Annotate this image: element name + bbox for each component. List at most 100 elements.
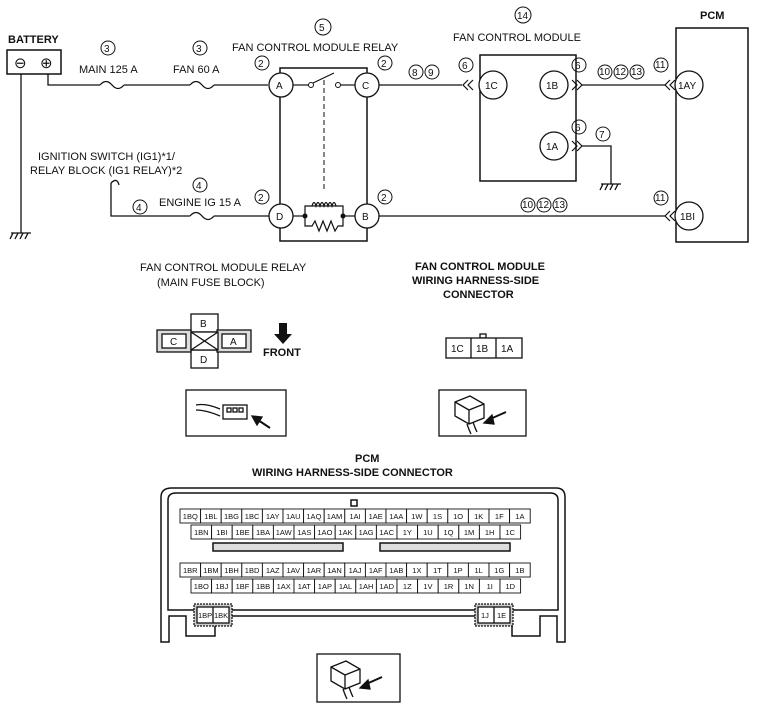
callout-ig-fuse: 4 bbox=[196, 181, 202, 192]
callout-mod-1b: 6 bbox=[575, 61, 581, 72]
pcm-pin-label: 1AM bbox=[327, 512, 342, 521]
module-terminal-1c bbox=[478, 70, 508, 100]
pcm-pin-label: 1BO bbox=[194, 582, 209, 591]
pcm-pin-label: 1Z bbox=[403, 582, 412, 591]
relay-terminal-d-label: D bbox=[276, 212, 283, 223]
pcm-side-pins bbox=[193, 603, 514, 627]
callout-ay-13: 13 bbox=[631, 67, 643, 78]
pcm-pin-cell bbox=[509, 562, 531, 578]
callout-d: 2 bbox=[258, 193, 264, 204]
relay-pin-d: D bbox=[200, 355, 207, 366]
pcm-pin-cell bbox=[499, 524, 522, 540]
callout-relay: 5 bbox=[319, 23, 325, 34]
fan-fuse-icon bbox=[189, 80, 215, 90]
mod-conn-title-1: FAN CONTROL MODULE bbox=[415, 261, 545, 273]
pcm-pin-label: 1A bbox=[515, 512, 524, 521]
main-fuse-icon bbox=[99, 80, 125, 90]
pcm-pin-label: 1Q bbox=[443, 528, 453, 537]
pcm-pin-label: 1BE bbox=[235, 528, 249, 537]
engine-fuse-label: ENGINE IG 15 A bbox=[159, 197, 242, 209]
callout-bi-13: 13 bbox=[554, 200, 566, 211]
relay-plug-icon bbox=[185, 389, 287, 437]
relay-pin-c: C bbox=[170, 337, 177, 348]
pcm-pin-label: 1BI bbox=[216, 528, 227, 537]
pcm-pin-label: 1AQ bbox=[306, 512, 321, 521]
callout-bi-11: 11 bbox=[655, 193, 666, 204]
ignition-label-1: IGNITION SWITCH (IG1)*1/ bbox=[38, 151, 176, 163]
pcm-pin-label: 1BR bbox=[183, 566, 198, 575]
pcm-pin-label: 1C bbox=[506, 528, 516, 537]
callout-ay-10: 10 bbox=[599, 67, 611, 78]
pcm-pin-label: 1AC bbox=[379, 528, 394, 537]
mod-pin-1b: 1B bbox=[476, 344, 489, 355]
pcm-pin-label: 1AR bbox=[307, 566, 322, 575]
module-terminal-1a-label: 1A bbox=[546, 142, 559, 153]
module-terminal-1a bbox=[539, 131, 569, 161]
pcm-pin-cell bbox=[509, 508, 531, 524]
pcm-pin-label: 1Y bbox=[403, 528, 412, 537]
pcm-pin-label: 1I bbox=[487, 582, 493, 591]
relay-coil-icon bbox=[304, 201, 344, 233]
pcm-pin-label: 1F bbox=[495, 512, 504, 521]
relay-terminal-a-label: A bbox=[276, 81, 283, 92]
relay-title: FAN CONTROL MODULE RELAY bbox=[232, 42, 399, 54]
pcm-pin-label: 1AP bbox=[318, 582, 332, 591]
pcm-pin-label: 1BG bbox=[224, 512, 239, 521]
fan-fuse-label: FAN 60 A bbox=[173, 64, 220, 76]
connector-chevron-icon bbox=[571, 79, 583, 91]
module-plug-icon bbox=[438, 389, 527, 437]
main-fuse-label: MAIN 125 A bbox=[79, 64, 138, 76]
pcm-pin-label: 1L bbox=[475, 566, 483, 575]
pcm-pin-label: 1AF bbox=[369, 566, 383, 575]
pcm-pin-label: 1BB bbox=[256, 582, 270, 591]
callout-ay-12: 12 bbox=[615, 67, 627, 78]
pcm-pin-label: 1AE bbox=[369, 512, 383, 521]
pcm-pin-label: 1BN bbox=[194, 528, 209, 537]
relay-terminal-b-label: B bbox=[362, 212, 369, 223]
callout-b: 2 bbox=[381, 193, 387, 204]
callout-bi-12: 12 bbox=[538, 200, 550, 211]
connector-chevron-icon bbox=[664, 210, 676, 222]
callout-ground-7: 7 bbox=[599, 130, 605, 141]
pcm-pin-label: 1AB bbox=[389, 566, 403, 575]
module-ground-icon bbox=[599, 183, 621, 191]
relay-conn-title-1: FAN CONTROL MODULE RELAY bbox=[140, 262, 307, 274]
pcm-pin-label: 1BM bbox=[203, 566, 218, 575]
pcm-pin-cell bbox=[499, 578, 522, 594]
pcm-pin-label: 1AX bbox=[277, 582, 291, 591]
pcm-pin-label: 1AY bbox=[266, 512, 280, 521]
pcm-pin-label: 1AH bbox=[359, 582, 374, 591]
callout-wire-9: 9 bbox=[428, 68, 434, 79]
pcm-pin-label: 1AJ bbox=[349, 566, 362, 575]
mod-pin-1c: 1C bbox=[451, 344, 464, 355]
pcm-pin-label: 1BC bbox=[245, 512, 260, 521]
pcm-pin-label: 1AV bbox=[286, 566, 300, 575]
connector-chevron-icon bbox=[462, 79, 474, 91]
callout-ig-wire: 4 bbox=[136, 203, 142, 214]
pcm-conn-title-1: PCM bbox=[355, 453, 379, 465]
pcm-terminal-1ay bbox=[674, 70, 704, 100]
callout-mod-1c: 6 bbox=[462, 61, 468, 72]
module-connector-face bbox=[445, 333, 523, 359]
module-terminal-1b-label: 1B bbox=[546, 81, 559, 92]
pcm-pin-label: 1AS bbox=[297, 528, 311, 537]
callout-c: 2 bbox=[381, 59, 387, 70]
pcm-pin-1j: 1J bbox=[481, 611, 489, 620]
callout-circle bbox=[100, 40, 116, 56]
pcm-pin-label: 1BF bbox=[236, 582, 250, 591]
pcm-pin-label: 1AK bbox=[338, 528, 352, 537]
relay-terminal-c-label: C bbox=[362, 81, 369, 92]
engine-fuse-icon bbox=[189, 211, 215, 221]
pcm-pin-label: 1AU bbox=[286, 512, 301, 521]
pcm-pin-label: 1H bbox=[485, 528, 495, 537]
callout-mod-1a: 6 bbox=[575, 123, 581, 134]
pcm-pin-label: 1T bbox=[433, 566, 442, 575]
battery-negative-icon: ⊖ bbox=[14, 55, 27, 72]
callout-circle bbox=[192, 40, 208, 56]
pcm-pin-label: 1K bbox=[474, 512, 483, 521]
fan-module-box bbox=[479, 54, 577, 182]
pcm-pin-label: 1W bbox=[411, 512, 423, 521]
relay-conn-title-2: (MAIN FUSE BLOCK) bbox=[157, 277, 265, 289]
pcm-pin-label: 1AI bbox=[349, 512, 360, 521]
pcm-pin-1bk: 1BK bbox=[214, 611, 228, 620]
